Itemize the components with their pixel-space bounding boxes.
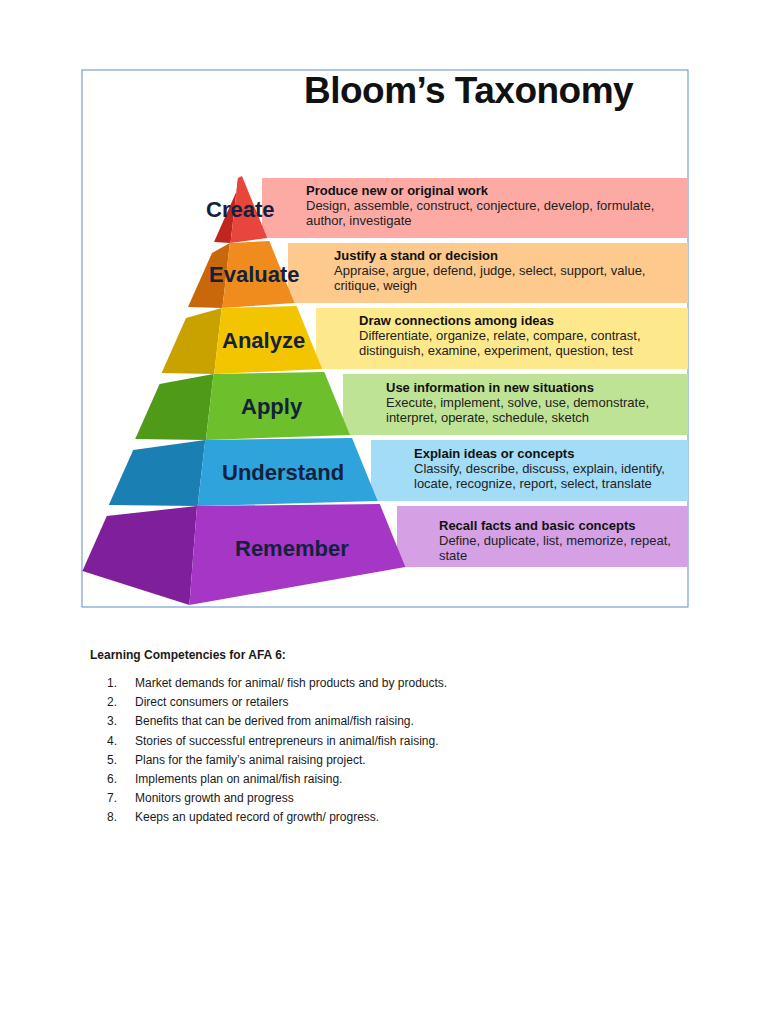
level-description: Recall facts and basic conceptsDefine, d… [439,518,684,563]
level-description: Explain ideas or conceptsClassify, descr… [414,446,684,491]
list-item: Implements plan on animal/fish raising. [135,772,342,786]
level-band [397,506,688,567]
tier-side [135,374,213,440]
list-item: Benefits that can be derived from animal… [135,714,414,728]
level-description: Draw connections among ideasDifferentiat… [359,313,684,358]
description-heading: Explain ideas or concepts [414,446,684,461]
tier-side [162,308,222,374]
list-number: 7. [107,791,117,805]
level-name: Understand [222,460,344,486]
level-band [316,308,688,369]
tier-front [206,372,350,440]
list-number: 3. [107,714,117,728]
pyramid-tiers [82,176,688,605]
tier-front [189,504,405,605]
image-frame [82,70,688,607]
level-name: Evaluate [209,262,300,288]
level-name: Analyze [222,328,305,354]
level-description: Produce new or original workDesign, asse… [306,183,684,228]
list-number: 1. [107,676,117,690]
verb-list: Design, assemble, construct, conjecture,… [306,198,684,228]
level-band [371,440,688,501]
list-number: 2. [107,695,117,709]
level-band [343,374,688,435]
description-heading: Produce new or original work [306,183,684,198]
list-item: Market demands for animal/ fish products… [135,676,447,690]
list-number: 6. [107,772,117,786]
tier-front [198,438,378,506]
description-heading: Draw connections among ideas [359,313,684,328]
level-band [288,243,688,303]
tier-front [214,306,322,374]
list-item: Keeps an updated record of growth/ progr… [135,810,379,824]
list-number: 5. [107,753,117,767]
level-name: Create [206,197,274,223]
description-heading: Recall facts and basic concepts [439,518,684,533]
list-heading: Learning Competencies for AFA 6: [90,648,286,662]
level-description: Justify a stand or decisionAppraise, arg… [334,248,684,293]
verb-list: Classify, describe, discuss, explain, id… [414,461,684,491]
level-name: Remember [235,536,349,562]
list-number: 8. [107,810,117,824]
description-heading: Justify a stand or decision [334,248,684,263]
level-name: Apply [241,394,302,420]
list-item: Stories of successful entrepreneurs in a… [135,734,438,748]
tier-side [82,506,197,605]
list-item: Monitors growth and progress [135,791,294,805]
list-number: 4. [107,734,117,748]
verb-list: Define, duplicate, list, memorize, repea… [439,533,684,563]
level-band [262,178,688,238]
tier-side [109,440,205,506]
diagram-title: Bloom’s Taxonomy [304,70,633,112]
verb-list: Differentiate, organize, relate, compare… [359,328,684,358]
verb-list: Appraise, argue, defend, judge, select, … [334,263,684,293]
verb-list: Execute, implement, solve, use, demonstr… [386,395,684,425]
list-item: Plans for the family’s animal raising pr… [135,753,366,767]
level-description: Use information in new situationsExecute… [386,380,684,425]
description-heading: Use information in new situations [386,380,684,395]
list-item: Direct consumers or retailers [135,695,288,709]
